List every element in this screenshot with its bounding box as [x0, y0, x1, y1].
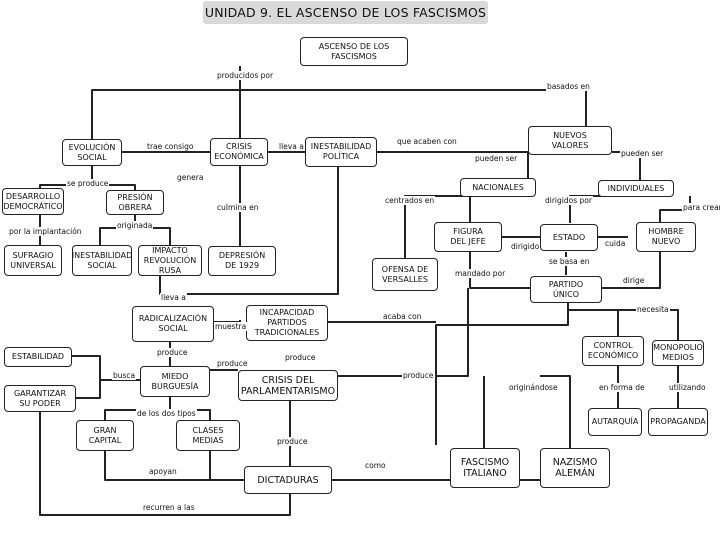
node-nazismo-aleman: NAZISMO ALEMÁN	[540, 448, 610, 488]
label-lleva-a: lleva a	[160, 293, 187, 302]
label-basados-en: basados en	[546, 82, 591, 91]
node-clases-medias: CLASES MEDIAS	[176, 420, 240, 451]
label-por-la-implantacion: por la implantación	[8, 227, 83, 236]
node-depresion-1929: DEPRESIÓN DE 1929	[208, 246, 276, 276]
node-presion-obrera: PRESIÓN OBRERA	[106, 190, 164, 215]
node-propaganda: PROPAGANDA	[648, 408, 708, 436]
node-ascenso-fascismos: ASCENSO DE LOS FASCISMOS	[300, 37, 408, 66]
node-gran-capital: GRAN CAPITAL	[76, 420, 134, 451]
label-originandose: originándose	[508, 383, 559, 392]
node-fascismo-italiano: FASCISMO ITALIANO	[450, 448, 520, 488]
node-figura-del-jefe: FIGURA DEL JEFE	[434, 222, 502, 252]
connector	[540, 375, 571, 448]
node-monopolio-medios: MONOPOLIO MEDIOS	[652, 340, 704, 366]
label-trae-consigo: trae consigo	[146, 142, 195, 151]
label-dirige: dirige	[622, 276, 646, 285]
label-se-basa-en: se basa en	[548, 257, 591, 266]
node-dictaduras: DICTADURAS	[244, 466, 332, 494]
label-en-forma-de: en forma de	[598, 383, 646, 392]
node-nacionales: NACIONALES	[460, 178, 536, 197]
label-produce: produce	[402, 371, 435, 380]
label-genera: genera	[176, 173, 205, 182]
node-garantizar-poder: GARANTIZAR SU PODER	[4, 385, 76, 412]
label-originada: originada	[116, 221, 154, 230]
node-miedo-burguesia: MIEDO BURGUESÍA	[140, 366, 210, 397]
label-que-acaben-con: que acaben con	[396, 137, 458, 146]
node-ofensa-versalles: OFENSA DE VERSALLES	[372, 258, 438, 291]
node-nuevos-valores: NUEVOS VALORES	[528, 126, 612, 155]
label-como: como	[364, 461, 387, 470]
connector	[72, 355, 140, 381]
node-impacto-revolucion-rusa: IMPACTO REVOLUCIÓN RUSA	[138, 245, 202, 276]
node-crisis-economica: CRISIS ECONÓMICA	[210, 138, 268, 166]
node-control-economico: CONTROL ECONÓMICO	[582, 336, 644, 366]
label-pueden-ser: pueden ser	[620, 149, 665, 158]
node-inestabilidad-social: INESTABILIDAD SOCIAL	[72, 245, 132, 276]
node-autarquia: AUTARQUÍA	[588, 408, 642, 436]
node-radicalizacion-social: RADICALIZACIÓN SOCIAL	[132, 306, 214, 342]
label-dirigido: dirigido	[510, 242, 541, 251]
connector	[240, 89, 587, 126]
connector	[469, 195, 494, 222]
node-hombre-nuevo: HOMBRE NUEVO	[636, 222, 696, 252]
connector	[135, 227, 171, 245]
label-muestra: muestra	[214, 322, 248, 331]
label-apoyan: apoyan	[148, 467, 178, 476]
label-pueden-ser: pueden ser	[474, 154, 519, 163]
label-mandado-por: mandado por	[454, 269, 507, 278]
page-title: UNIDAD 9. EL ASCENSO DE LOS FASCISMOS	[203, 1, 488, 24]
connector	[39, 410, 291, 516]
label-utilizando: utilizando	[668, 383, 707, 392]
label-de-los-dos-tipos: de los dos tipos	[136, 409, 197, 418]
label-culmina-en: culmina en	[216, 203, 260, 212]
connector	[435, 300, 569, 445]
label-necesita: necesita	[636, 305, 670, 314]
node-crisis-parlamentarismo: CRISIS DEL PARLAMENTARISMO	[238, 370, 338, 401]
label-busca: busca	[112, 371, 137, 380]
connector	[104, 450, 244, 481]
label-producidos-por: producidos por	[216, 71, 275, 80]
label-se-produce: se produce	[66, 179, 110, 188]
node-partido-unico: PARTIDO ÚNICO	[530, 276, 602, 303]
connector	[76, 380, 101, 399]
label-lleva-a: lleva a	[278, 142, 305, 151]
node-evolucion-social: EVOLUCIÓN SOCIAL	[62, 139, 122, 166]
node-estabilidad: ESTABILIDAD	[4, 347, 72, 367]
connector	[600, 252, 661, 289]
label-centrados-en: centrados en	[384, 196, 436, 205]
connector	[568, 309, 619, 336]
connector	[159, 165, 339, 295]
node-estado: ESTADO	[540, 224, 598, 251]
node-desarrollo-democratico: DESARROLLO DEMOCRÁTICO	[2, 188, 64, 215]
node-individuales: INDIVIDUALES	[598, 180, 674, 197]
node-sufragio-universal: SUFRAGIO UNIVERSAL	[4, 245, 62, 276]
label-para-crear: para crear	[682, 203, 720, 212]
label-recurren-a-las: recurren a las	[142, 503, 196, 512]
label-cuida: cuida	[604, 239, 627, 248]
label-dirigidos-por: dirigidos por	[544, 196, 593, 205]
label-produce: produce	[276, 437, 309, 446]
node-inestabilidad-politica: INESTABILIDAD POLÍTICA	[305, 137, 377, 167]
label-produce: produce	[284, 353, 317, 362]
label-acaba-con: acaba con	[382, 312, 423, 321]
node-incapacidad-partidos: INCAPACIDAD PARTIDOS TRADICIONALES	[246, 305, 328, 341]
label-produce: produce	[156, 348, 189, 357]
label-produce: produce	[216, 359, 249, 368]
connector	[469, 252, 530, 289]
